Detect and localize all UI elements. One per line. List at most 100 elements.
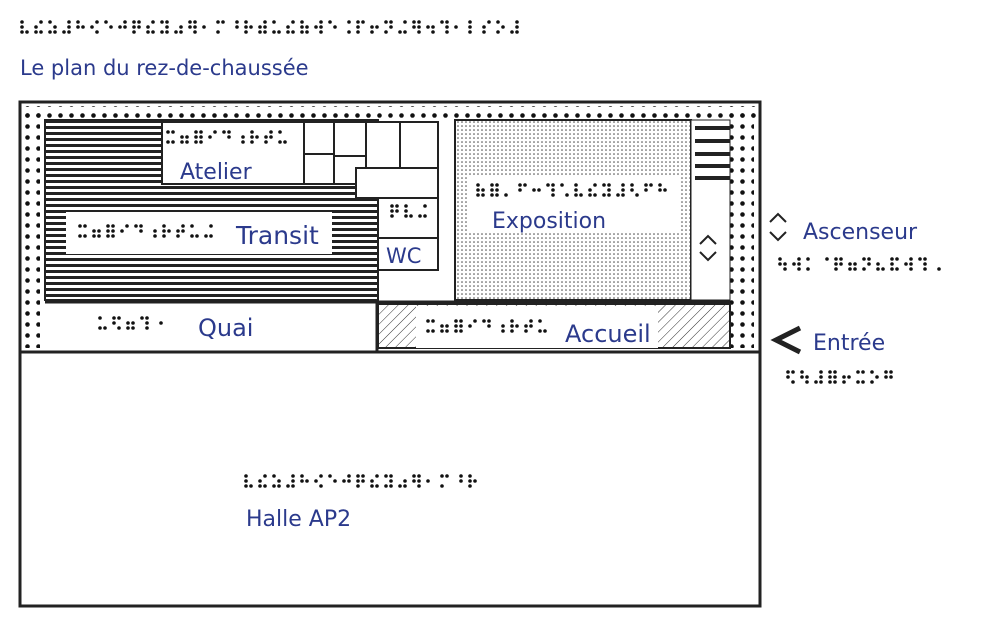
braille-dot (510, 319, 514, 323)
braille-dot (867, 262, 871, 266)
braille-dot (602, 183, 606, 187)
braille-dot (524, 324, 528, 328)
braille-dot (607, 183, 611, 187)
braille-dot (404, 209, 408, 213)
braille-dot (162, 229, 166, 233)
braille-dot (445, 474, 449, 478)
braille-dot (390, 209, 394, 213)
braille-dot (356, 484, 360, 488)
braille-accueil (426, 319, 547, 333)
braille-dot (139, 224, 143, 228)
braille-dot (20, 25, 24, 29)
braille-dot (250, 130, 254, 134)
braille-dot (375, 25, 379, 29)
braille-dot (300, 30, 304, 34)
braille-dot (426, 25, 430, 29)
braille-dot (125, 224, 129, 228)
braille-dot (291, 484, 295, 488)
braille-dot (819, 380, 823, 384)
braille-dot (593, 193, 597, 197)
braille-dot (67, 25, 71, 29)
braille-dot (216, 20, 220, 24)
braille-atelier (166, 130, 287, 144)
braille-dot (482, 25, 486, 29)
braille-dot (165, 25, 169, 29)
braille-dot (523, 183, 527, 187)
braille-dot (546, 183, 550, 187)
braille-dot (333, 25, 337, 29)
braille-dot (875, 375, 879, 379)
braille-dot (409, 214, 413, 218)
braille-dot (459, 479, 463, 483)
braille-dot (300, 25, 304, 29)
braille-dot (162, 234, 166, 238)
braille-dot (560, 183, 564, 187)
braille-dot (884, 375, 888, 379)
braille-dot (834, 257, 838, 261)
braille-dot (117, 326, 121, 330)
braille-dot (199, 135, 203, 139)
braille-dot (490, 193, 494, 197)
braille-dot (797, 267, 801, 271)
braille-dot (445, 30, 449, 34)
quai-zone (45, 304, 377, 348)
braille-dot (426, 329, 430, 333)
braille-dot (786, 375, 790, 379)
braille-dot (515, 20, 519, 24)
braille-dot (291, 20, 295, 24)
braille-dot (132, 25, 136, 29)
braille-dot (98, 326, 102, 330)
braille-dot (249, 25, 253, 29)
braille-dot (314, 479, 318, 483)
braille-dot (468, 324, 472, 328)
braille-dot (565, 193, 569, 197)
braille-dot (227, 135, 231, 139)
braille-dot (53, 25, 57, 29)
braille-dot (370, 479, 374, 483)
braille-dot (909, 257, 913, 261)
braille-dot (137, 20, 141, 24)
braille-dot (106, 229, 110, 233)
braille-dot (39, 30, 43, 34)
braille-dot (48, 30, 52, 34)
braille-dot (417, 479, 421, 483)
dotted-border-top (24, 106, 756, 118)
braille-dot (459, 474, 463, 478)
braille-dot (272, 484, 276, 488)
braille-dot (853, 262, 857, 266)
braille-dot (454, 324, 458, 328)
braille-dot (194, 135, 198, 139)
braille-dot (440, 474, 444, 478)
braille-dot (778, 257, 782, 261)
braille-dot (222, 130, 226, 134)
atelier-label: Atelier (180, 160, 253, 185)
braille-dot (97, 229, 101, 233)
braille-dot (83, 234, 87, 238)
braille-dot (848, 262, 852, 266)
braille-dot (39, 20, 43, 24)
braille-dot (833, 370, 837, 374)
braille-dot (305, 25, 309, 29)
braille-dot (870, 380, 874, 384)
braille-dot (431, 329, 435, 333)
braille-dot (347, 20, 351, 24)
braille-dot (126, 326, 130, 330)
braille-dot (895, 257, 899, 261)
braille-dot (244, 30, 248, 34)
braille-dot (417, 25, 421, 29)
braille-dot (244, 479, 248, 483)
braille-dot (468, 474, 472, 478)
braille-dot (109, 25, 113, 29)
braille-dot (412, 25, 416, 29)
braille-dot (167, 229, 171, 233)
braille-dot (286, 25, 290, 29)
braille-dot (800, 375, 804, 379)
accueil-label: Accueil (565, 320, 651, 348)
braille-dot (783, 267, 787, 271)
braille-dot (92, 229, 96, 233)
braille-dot (833, 375, 837, 379)
braille-dot (305, 30, 309, 34)
braille-dot (881, 267, 885, 271)
braille-dot (791, 370, 795, 374)
